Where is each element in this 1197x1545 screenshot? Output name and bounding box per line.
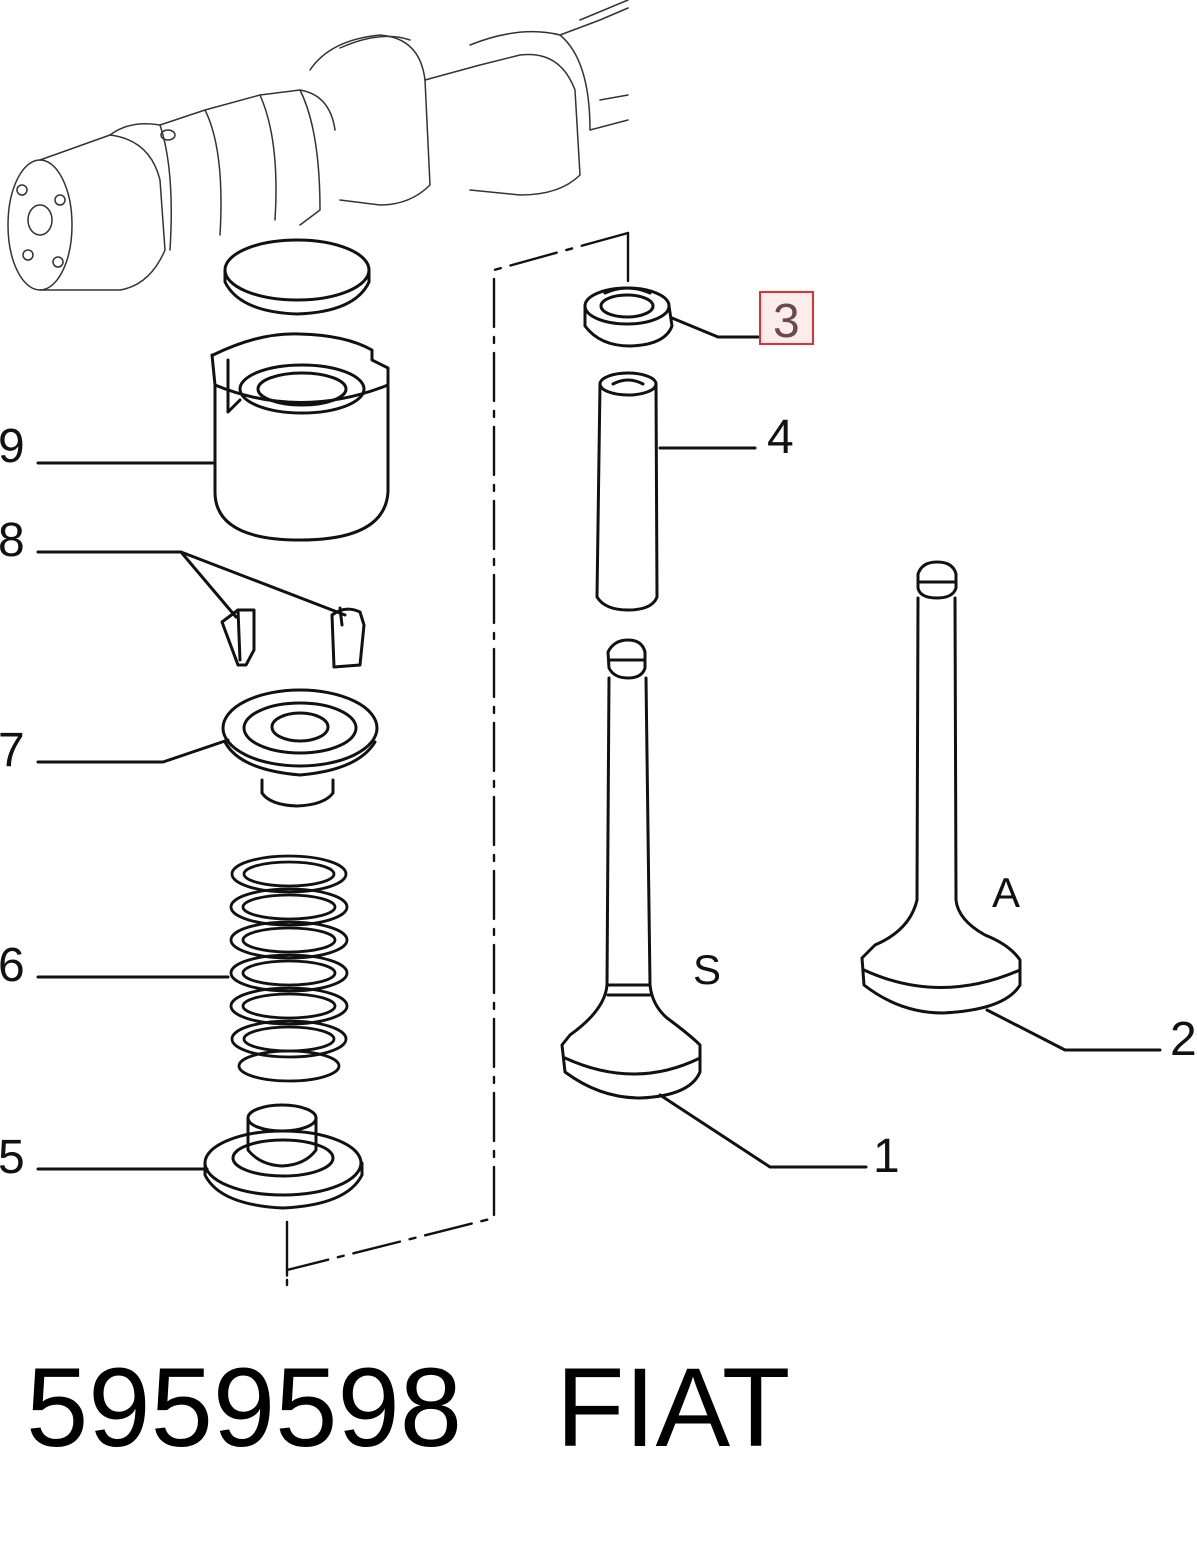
callout-labels: 9 8 7 6 5 4 3 1 2 S A — [0, 291, 1197, 1184]
valve-guide-icon — [595, 371, 659, 612]
assembly-axis-line — [285, 231, 630, 1287]
highlight-box-3 — [759, 291, 814, 345]
callout-4: 4 — [767, 411, 794, 464]
valve-label-a: A — [992, 869, 1020, 916]
callout-5: 5 — [0, 1131, 25, 1184]
valve-label-s: S — [693, 946, 721, 993]
valve-stem-seal-icon — [583, 286, 674, 348]
brand-name: FIAT — [556, 1345, 791, 1470]
callout-9: 9 — [0, 420, 25, 473]
valve-spring-icon — [229, 854, 349, 1083]
bucket-tappet-icon — [210, 332, 390, 542]
shim-icon — [223, 238, 371, 316]
callout-2: 2 — [1170, 1013, 1197, 1066]
callout-7: 7 — [0, 724, 25, 777]
callout-1: 1 — [873, 1130, 900, 1183]
exhaust-valve-icon — [860, 560, 1022, 1015]
spring-seat-icon — [203, 1103, 364, 1210]
callout-6: 6 — [0, 939, 25, 992]
valve-collet-icon — [220, 606, 366, 669]
callout-8: 8 — [0, 514, 25, 567]
part-number: 5959598 — [26, 1345, 463, 1470]
camshaft-icon — [7, 0, 629, 291]
leader-lines — [36, 316, 1162, 1171]
intake-valve-icon — [560, 638, 702, 1100]
callout-3: 3 — [773, 295, 800, 348]
spring-retainer-icon — [221, 688, 379, 808]
